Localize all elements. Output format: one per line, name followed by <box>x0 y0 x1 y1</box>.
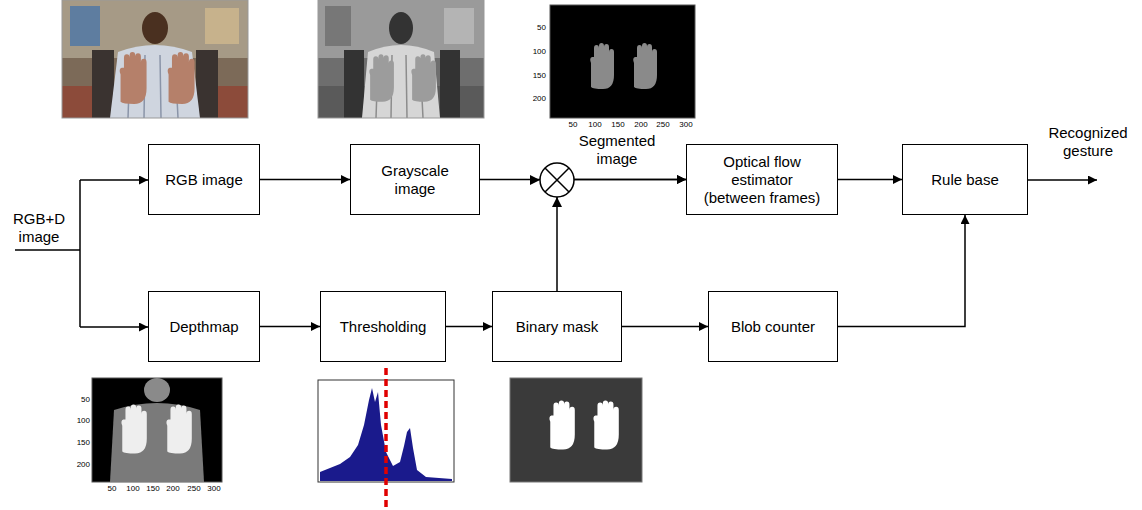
connector-arrow <box>260 179 350 181</box>
process-box: Depthmap <box>148 291 260 362</box>
connector-arrow <box>838 179 902 181</box>
process-box: Blob counter <box>708 291 838 362</box>
grayscale-photo <box>389 12 413 44</box>
node-label: Binary mask <box>516 318 599 336</box>
tick-label: 150 <box>141 484 165 494</box>
tick-label: 250 <box>182 484 206 494</box>
depthmap-plot <box>92 378 222 482</box>
depthmap-plot <box>121 404 146 453</box>
node-label: Blob counter <box>731 318 815 336</box>
tick-label: 100 <box>583 120 607 130</box>
node-label: Optical flow estimator (between frames) <box>701 153 823 207</box>
binary-mask-plot <box>593 400 618 449</box>
segmented-plot <box>633 43 657 89</box>
process-box: Rule base <box>902 144 1028 215</box>
io-wire <box>80 326 148 328</box>
io-wire <box>79 180 81 327</box>
segmented-plot <box>550 5 695 118</box>
multiplier-symbol <box>552 197 562 207</box>
tick-label: 100 <box>62 416 90 426</box>
io-wire <box>15 249 80 251</box>
multiplier-symbol <box>540 163 574 197</box>
process-box: Optical flow estimator (between frames) <box>686 144 838 215</box>
histogram-plot <box>318 368 454 510</box>
tick-label: 50 <box>561 120 585 130</box>
tick-label: 50 <box>518 23 546 33</box>
tick-label: 100 <box>121 484 145 494</box>
tick-label: 150 <box>518 71 546 81</box>
depthmap-plot <box>110 403 204 482</box>
depthmap-plot <box>92 378 222 482</box>
rgb-photo <box>62 0 248 118</box>
grayscale-photo <box>318 0 484 118</box>
connector-arrow <box>557 180 686 292</box>
tick-label: 200 <box>629 120 653 130</box>
multiplier-symbol <box>530 175 540 185</box>
rgb-photo <box>62 0 248 118</box>
rgb-photo <box>196 50 218 118</box>
multiplier-symbol <box>545 168 569 192</box>
tick-label: 100 <box>518 47 546 57</box>
annotation-label: Recognized gesture <box>1036 124 1140 160</box>
tick-label: 50 <box>62 395 90 405</box>
grayscale-photo <box>411 54 436 102</box>
tick-label: 150 <box>606 120 630 130</box>
rgb-photo <box>70 6 100 46</box>
tick-label: 200 <box>161 484 185 494</box>
rgb-photo <box>142 12 168 44</box>
grayscale-photo <box>369 54 394 102</box>
grayscale-photo <box>318 0 484 118</box>
rgb-photo <box>168 52 195 104</box>
tick-label: 150 <box>62 438 90 448</box>
segmented-plot <box>590 43 614 89</box>
tick-label: 200 <box>518 94 546 104</box>
tick-label: 200 <box>62 460 90 470</box>
rgb-photo <box>205 8 239 44</box>
grayscale-photo <box>344 50 364 118</box>
binary-mask-plot <box>510 378 642 482</box>
rgb-photo <box>62 0 248 118</box>
connector-arrow <box>622 326 708 328</box>
multiplier-symbol <box>530 163 574 207</box>
grayscale-photo <box>325 6 351 46</box>
tick-label: 250 <box>651 120 675 130</box>
annotation-label: Segmented image <box>572 132 662 168</box>
grayscale-photo <box>444 8 474 44</box>
node-label: Rule base <box>931 171 999 189</box>
node-label: Depthmap <box>169 318 238 336</box>
process-box: Grayscale image <box>350 144 480 215</box>
connector-arrow <box>446 326 492 328</box>
tick-label: 50 <box>100 484 124 494</box>
process-box: Thresholding <box>320 291 446 362</box>
node-label: RGB image <box>165 171 243 189</box>
histogram-plot <box>384 368 388 510</box>
rgb-photo <box>92 50 114 118</box>
segmented-plot <box>550 5 695 118</box>
binary-mask-plot <box>549 400 574 449</box>
connector-arrow <box>838 215 965 327</box>
depthmap-plot <box>144 378 170 402</box>
tick-label: 300 <box>202 484 226 494</box>
process-box: RGB image <box>148 144 260 215</box>
binary-mask-plot <box>510 378 642 482</box>
depthmap-plot <box>166 404 191 453</box>
rgb-photo <box>110 45 200 118</box>
tick-label: 300 <box>674 120 698 130</box>
grayscale-photo <box>362 45 440 118</box>
io-wire <box>80 179 148 181</box>
node-label: Grayscale image <box>371 162 459 198</box>
io-wire <box>1028 179 1097 181</box>
connector-arrow <box>260 326 320 328</box>
node-label: Thresholding <box>340 318 427 336</box>
grayscale-photo <box>440 50 460 118</box>
grayscale-photo <box>318 0 484 118</box>
process-box: Binary mask <box>492 291 622 362</box>
annotation-label: RGB+D image <box>4 210 74 246</box>
rgb-photo <box>120 52 147 104</box>
